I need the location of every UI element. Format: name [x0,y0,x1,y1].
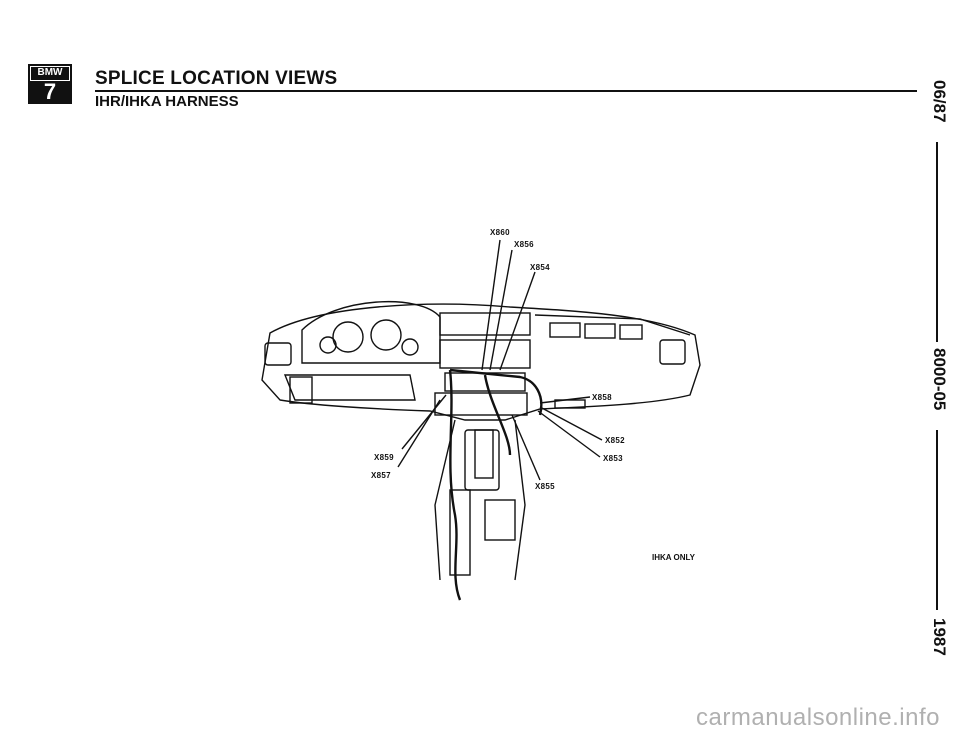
logo-brand: BMW [30,66,70,81]
side-rule-2 [936,430,938,610]
side-margin: 06/87 8000-05 1987 [925,80,949,660]
leader-x856 [489,249,513,371]
console-switch-panel [484,499,516,541]
knee-bolster [283,374,416,401]
lower-left-opening [289,376,313,404]
climate-panel [434,392,528,416]
dashboard-illustration [261,239,701,601]
callout-x857: X857 [371,471,391,480]
bmw-logo: BMW 7 [28,64,72,104]
callout-x859: X859 [374,453,394,462]
speedometer [332,321,364,353]
leader-x857 [397,399,441,468]
side-rule-1 [936,142,938,342]
side-doc-number: 8000-05 [930,348,949,411]
tachometer [370,319,402,351]
callout-x853: X853 [603,454,623,463]
trim-panel-1 [549,322,581,338]
side-date: 06/87 [930,80,949,123]
trim-panel-2 [584,323,616,339]
page-title: SPLICE LOCATION VIEWS [95,68,338,89]
upper-trim [534,314,691,336]
callout-x858: X858 [592,393,612,402]
center-vent [439,339,531,369]
center-console [434,419,526,581]
callout-x856: X856 [514,240,534,249]
ihka-only-note: IHKA ONLY [652,553,695,562]
callout-x852: X852 [605,436,625,445]
logo-model: 7 [43,79,57,104]
dash-outline [261,303,701,421]
trim-panel-3 [619,324,643,340]
leader-x855 [511,414,541,481]
shifter-gate [474,429,494,479]
small-gauge-right [401,338,419,356]
console-tray [449,489,471,576]
leader-x860 [481,239,501,371]
leader-x852 [539,406,603,441]
defrost-vent [439,312,531,336]
right-vent [659,339,686,365]
leader-x853 [537,410,601,458]
header-rule [95,90,917,92]
wiring-harness [448,368,543,601]
page-subtitle: IHR/IHKA HARNESS [95,93,239,110]
left-vent [264,342,292,366]
small-gauge-left [319,336,337,354]
shifter-plate [464,429,500,491]
watermark: carmanualsonline.info [696,704,940,731]
side-year: 1987 [930,618,949,656]
callout-x860: X860 [490,228,510,237]
callout-x855: X855 [535,482,555,491]
leader-x859 [401,394,447,450]
callout-x854: X854 [530,263,550,272]
leader-x858 [539,396,591,404]
leader-x854 [499,271,536,371]
